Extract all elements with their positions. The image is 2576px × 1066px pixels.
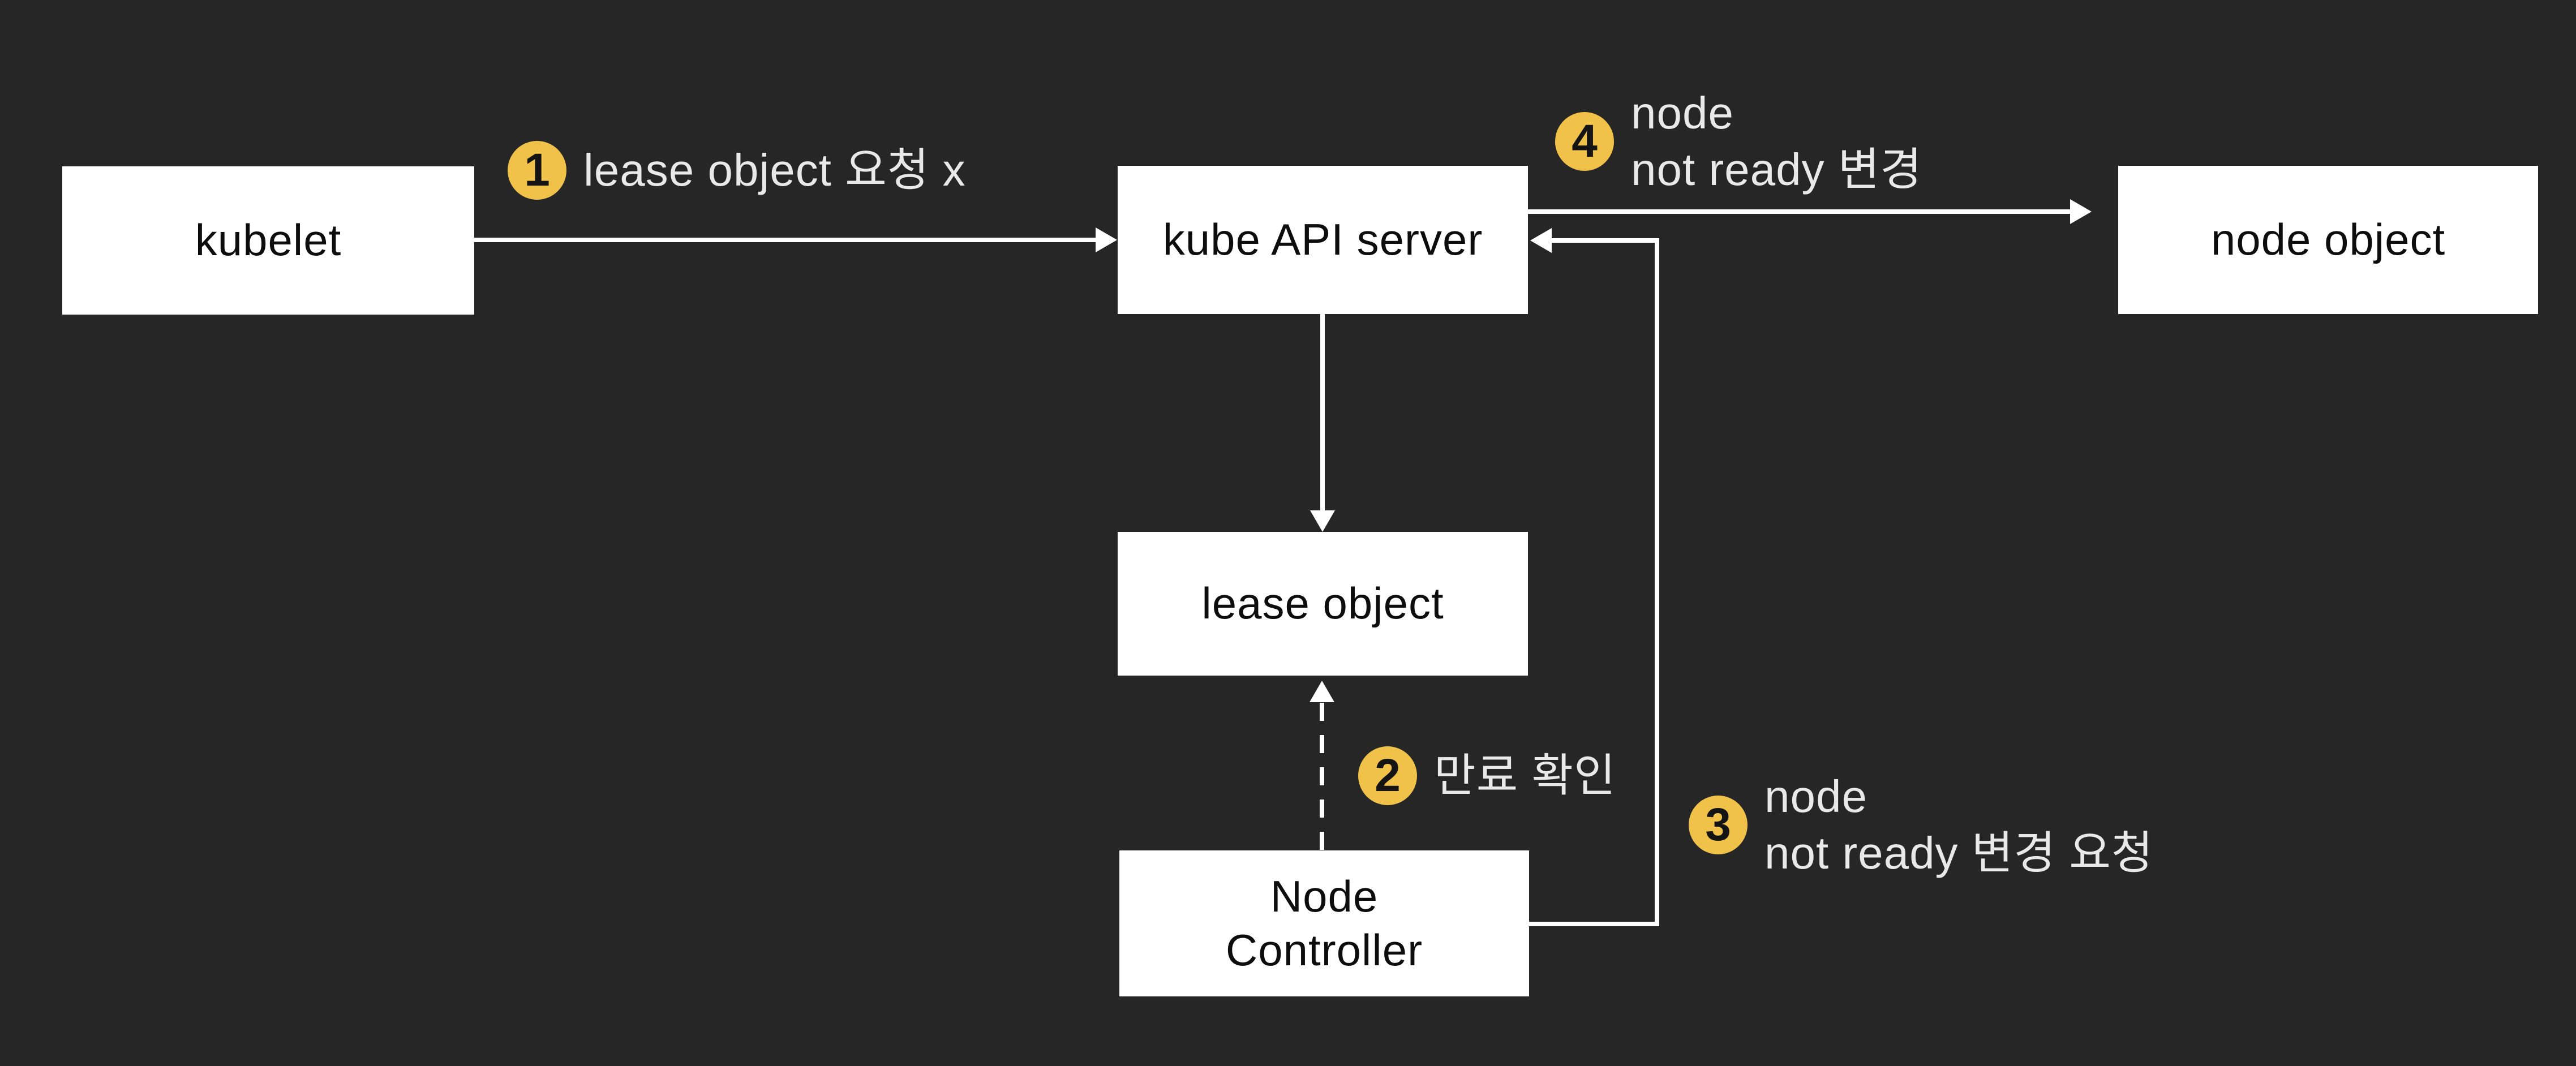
node-lease-object-label: lease object [1201, 578, 1444, 629]
arrowhead-right-icon [1096, 227, 1117, 252]
node-node-controller: Node Controller [1119, 850, 1529, 996]
arrowhead-down-icon [1310, 510, 1335, 532]
arrowhead-right-icon [2070, 199, 2092, 224]
edge-apiserver-to-leaseobject [1320, 314, 1325, 511]
annotation-step-3: 3 node not ready 변경 요청 [1689, 768, 2153, 882]
arrowhead-up-icon [1310, 681, 1334, 702]
node-node-object-label: node object [2210, 214, 2446, 265]
annotation-step-1: 1 lease object 요청 x [508, 141, 966, 200]
edge-apiserver-to-nodeobject [1528, 209, 2070, 214]
node-kubelet-label: kubelet [195, 215, 342, 265]
step-2-label: 만료 확인 [1434, 750, 1616, 801]
edge-kubelet-to-apiserver [474, 238, 1097, 242]
step-1-label: lease object 요청 x [583, 145, 966, 195]
edge-nodecontroller-to-leaseobject-dashed [1320, 703, 1324, 850]
node-node-controller-label: Node Controller [1225, 871, 1423, 975]
node-kube-api-server: kube API server [1118, 166, 1528, 314]
step-4-label: node not ready 변경 [1631, 88, 1922, 195]
step-4-badge: 4 [1555, 112, 1614, 171]
step-1-badge: 1 [508, 141, 566, 200]
node-node-object: node object [2118, 166, 2538, 314]
node-lease-object: lease object [1118, 532, 1528, 676]
step-3-label: node not ready 변경 요청 [1764, 771, 2154, 878]
node-kubelet: kubelet [62, 166, 474, 315]
step-3-badge: 3 [1689, 796, 1748, 854]
edge-nodecontroller-to-apiserver-top [1552, 238, 1659, 243]
edge-nodecontroller-to-apiserver-horizontal [1529, 922, 1658, 926]
annotation-step-4: 4 node not ready 변경 [1555, 85, 1922, 198]
node-kube-api-server-label: kube API server [1162, 214, 1483, 265]
step-2-badge: 2 [1358, 746, 1417, 805]
annotation-step-2: 2 만료 확인 [1358, 746, 1616, 805]
edge-nodecontroller-to-apiserver-vertical [1655, 238, 1659, 926]
arrowhead-left-icon [1530, 228, 1552, 253]
